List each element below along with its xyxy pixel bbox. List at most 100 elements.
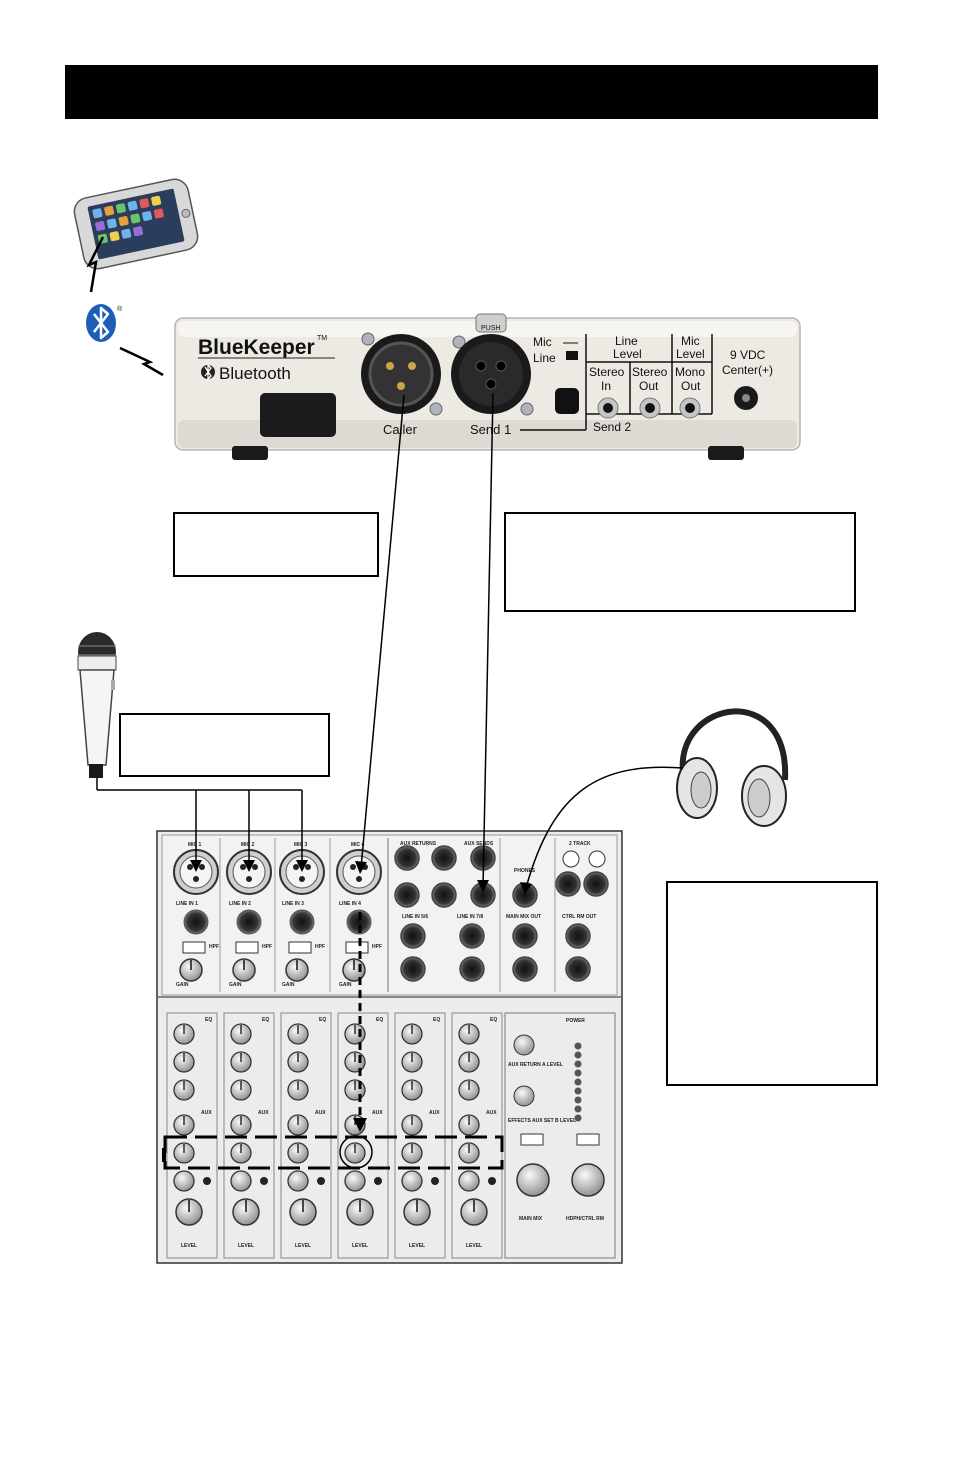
quarter-inch-jack [459,956,485,982]
aux-returns-label: AUX RETURNS [400,841,437,847]
power-label: POWER [566,1018,585,1024]
svg-text:Level: Level [676,347,705,361]
trademark-mark: TM [317,335,327,342]
line-input-jack [236,909,262,935]
push-label: PUSH [481,325,500,332]
quarter-inch-jack [565,956,591,982]
header-bar [65,65,878,119]
aux-label: AUX [258,1110,269,1116]
routing-button [520,1133,544,1146]
mic-line-switch[interactable] [566,351,578,360]
hpf-button [345,941,369,954]
meter-led [574,1051,582,1059]
meter-led [574,1060,582,1068]
headphones-icon [676,708,789,827]
meter-led [574,1105,582,1113]
xlr-pin [240,864,246,870]
quarter-inch-jack [512,956,538,982]
eq-label: EQ [433,1017,440,1023]
two-track-label: 2 TRACK [569,841,591,847]
svg-text:In: In [601,379,611,393]
level-label: LEVEL [409,1243,425,1249]
callout-box-mic [119,713,330,777]
quarter-inch-jack [394,845,420,871]
hpf-label: HPF [262,944,272,950]
svg-text:Level: Level [613,347,642,361]
meter-led [574,1087,582,1095]
hpf-label: HPF [372,944,382,950]
eq-label: EQ [262,1017,269,1023]
xlr-input-insert [342,855,376,889]
level-label: LEVEL [181,1243,197,1249]
stereo-out-label: Stereo [632,365,668,379]
send2-label: Send 2 [593,420,631,434]
aux-return-level-label: AUX RETURN A LEVEL [508,1062,563,1068]
xlr-pin [252,864,258,870]
hpf-button [182,941,206,954]
bluetooth-label: Bluetooth [219,364,291,383]
quarter-inch-jack [400,923,426,949]
hpf-button [235,941,259,954]
brand-name: BlueKeeper [198,336,315,359]
aux-label: AUX [486,1110,497,1116]
level-label: LEVEL [295,1243,311,1249]
gain-label: GAIN [339,982,352,988]
line-in-56-label: LINE IN 5/6 [402,914,428,920]
pan-knob [401,1170,423,1192]
mic-cable [96,778,308,872]
aux-label: AUX [372,1110,383,1116]
mic-label: MIC 1 [188,842,202,848]
phones-knob [571,1163,605,1197]
line-level-label: Line [615,334,638,348]
line-input-jack [183,909,209,935]
pairing-button[interactable] [260,393,336,437]
line-in-78-label: LINE IN 7/8 [457,914,483,920]
gain-label: GAIN [229,982,242,988]
mic-label: MIC 2 [241,842,255,848]
eq-label: EQ [319,1017,326,1023]
mute-button [488,1177,496,1185]
aux-label: AUX [429,1110,440,1116]
xlr-pin [187,864,193,870]
pan-knob [458,1170,480,1192]
main-mix-label: MAIN MIX [519,1216,543,1222]
mixer-channel-strips: EQAUXLEVELEQAUXLEVELEQAUXLEVELEQAUXLEVEL… [166,1012,605,1259]
phones-label: PHONES [514,868,536,874]
quarter-inch-jack [565,923,591,949]
xlr-pin [193,876,199,882]
rca-jack [562,850,580,868]
aux-label: AUX [201,1110,212,1116]
gain-label: GAIN [282,982,295,988]
wireless-signal [86,236,105,293]
eq-label: EQ [205,1017,212,1023]
callout-box-caller [173,512,379,577]
mute-button [431,1177,439,1185]
level-button[interactable] [555,388,579,414]
meter-led [574,1069,582,1077]
hpf-label: HPF [209,944,219,950]
mute-button [374,1177,382,1185]
wireless-signal [119,346,164,377]
pan-knob [173,1170,195,1192]
quarter-inch-jack [431,882,457,908]
svg-text:Center(+): Center(+) [722,363,773,377]
line-in-label: LINE IN 2 [229,901,251,907]
main-mix-knob [516,1163,550,1197]
mic-switch-label: Mic [533,335,552,349]
meter-led [574,1042,582,1050]
mic-level-label: Mic [681,334,700,348]
xlr-pin [299,876,305,882]
xlr-pin [350,864,356,870]
line-switch-label: Line [533,351,556,365]
quarter-inch-jack [394,882,420,908]
gain-label: GAIN [176,982,189,988]
aux-return-knob [513,1034,535,1056]
bluekeeper-device: BlueKeeper TM Bluetooth Caller [174,313,801,460]
pan-knob [230,1170,252,1192]
microphone-icon [77,632,117,778]
rca-jack [588,850,606,868]
quarter-inch-jack [555,871,581,897]
effects-knob [513,1085,535,1107]
send1-label: Send 1 [470,422,511,437]
